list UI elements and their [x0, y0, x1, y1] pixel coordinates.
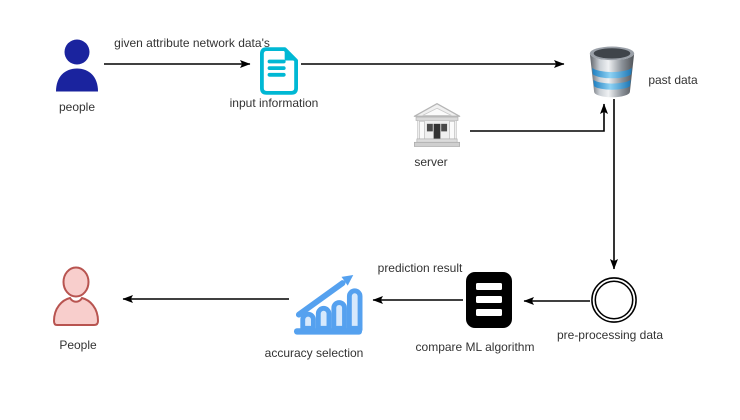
node-past-data[interactable] — [586, 44, 638, 102]
bar-chart-icon — [294, 275, 363, 335]
node-server-label: server — [414, 155, 448, 169]
node-compare-ml[interactable] — [465, 271, 513, 329]
node-people-result[interactable] — [50, 266, 102, 328]
edge-label-prediction-result: prediction result — [377, 261, 463, 275]
node-server[interactable] — [411, 102, 463, 149]
node-people-result-label: People — [59, 338, 97, 352]
document-icon — [260, 47, 298, 95]
user-outline-icon — [52, 266, 100, 326]
database-icon — [589, 46, 635, 98]
double-circle-icon — [591, 277, 637, 323]
node-people-source-label: people — [58, 100, 96, 114]
node-pre-processing-label: pre-processing data — [556, 328, 664, 342]
edge-label-given-attribute: given attribute network data's — [114, 36, 270, 50]
list-icon — [466, 272, 512, 328]
bank-icon — [413, 103, 461, 147]
node-input-information-label: input information — [229, 96, 319, 110]
node-accuracy-selection-label: accuracy selection — [264, 346, 364, 360]
node-pre-processing[interactable] — [590, 276, 638, 324]
node-past-data-label: past data — [648, 73, 698, 87]
node-people-source[interactable] — [53, 38, 101, 94]
user-icon — [56, 39, 98, 92]
node-compare-ml-label: compare ML algorithm — [415, 340, 535, 354]
node-input-information[interactable] — [260, 47, 298, 95]
node-accuracy-selection[interactable] — [291, 269, 365, 337]
edge-server-to-pastdata — [470, 103, 608, 132]
